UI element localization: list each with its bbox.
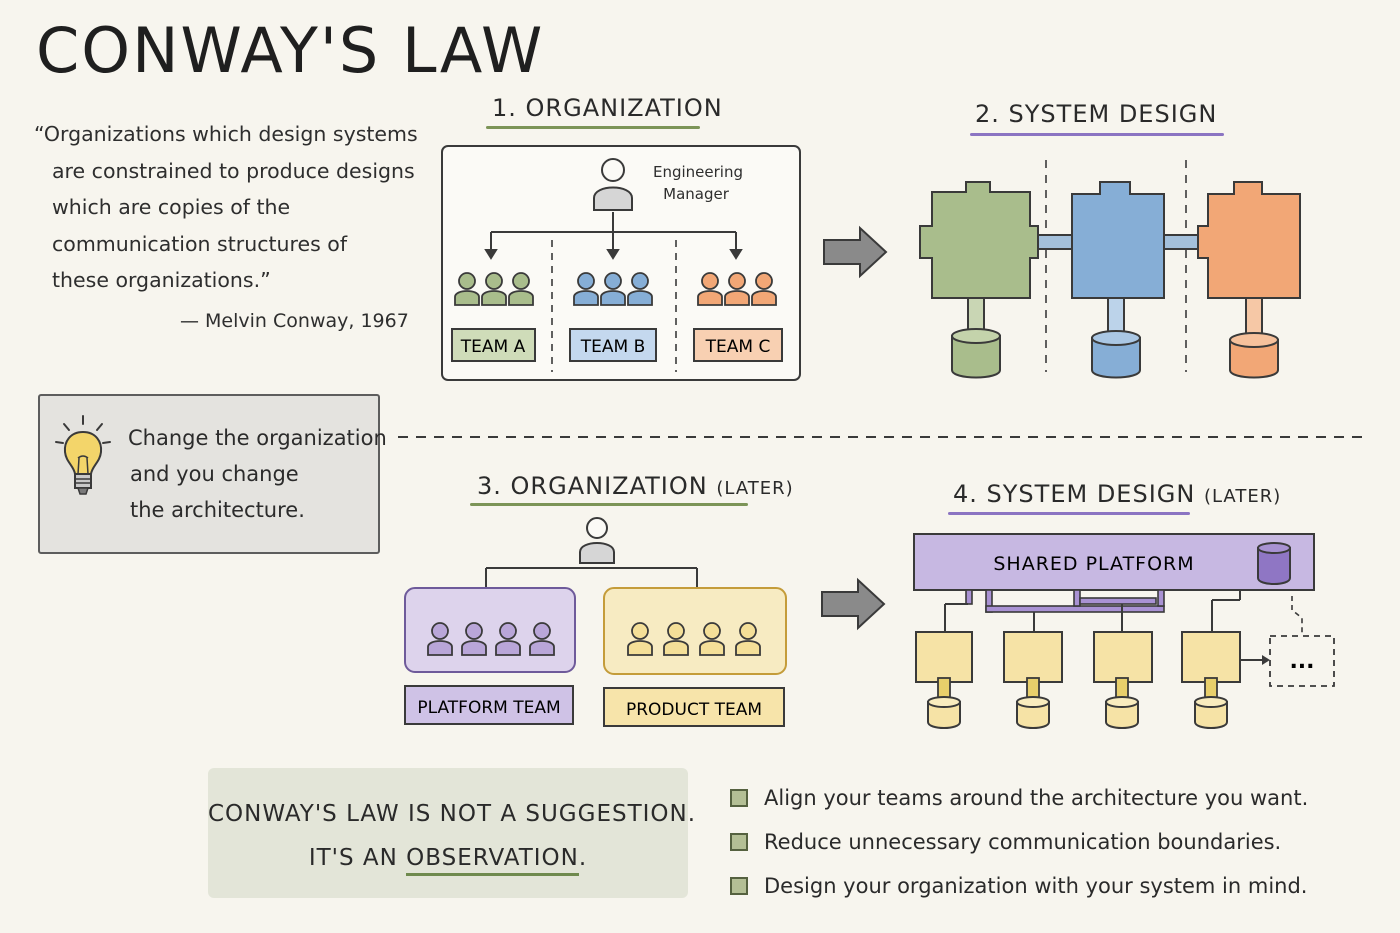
service-box bbox=[1003, 631, 1063, 729]
service-box bbox=[915, 631, 973, 729]
product-team-label: PRODUCT TEAM bbox=[626, 700, 762, 720]
service-links bbox=[944, 590, 1241, 632]
callout-line-2: IT'S AN OBSERVATION. bbox=[208, 836, 688, 880]
takeaway-list: Align your teams around the architecture… bbox=[730, 776, 1308, 908]
callout-line-1: CONWAY'S LAW IS NOT A SUGGESTION. bbox=[208, 801, 697, 827]
module-connector bbox=[1035, 234, 1073, 250]
manager-icon bbox=[579, 517, 615, 564]
callout-suffix: . bbox=[578, 845, 588, 871]
callout-emphasis: OBSERVATION bbox=[406, 845, 579, 876]
shared-platform-label: SHARED PLATFORM bbox=[993, 553, 1194, 575]
database-icon bbox=[951, 328, 1001, 379]
service-box bbox=[1093, 631, 1153, 729]
section-4-underline bbox=[948, 512, 1190, 515]
future-service-box bbox=[1269, 635, 1335, 687]
team-b-people bbox=[573, 272, 653, 306]
checkbox-icon bbox=[730, 833, 748, 851]
platform-connectors bbox=[965, 589, 1165, 613]
future-platform-link bbox=[1291, 596, 1303, 634]
section-4-label: 4. SYSTEM DESIGN bbox=[953, 480, 1196, 508]
database-icon bbox=[1229, 332, 1279, 379]
lightbulb-icon bbox=[55, 415, 111, 495]
quote-line: these organizations.” bbox=[52, 268, 271, 292]
tip-text: Change the organization and you change t… bbox=[128, 420, 387, 528]
list-item: Design your organization with your syste… bbox=[730, 864, 1308, 908]
future-arrow bbox=[1262, 655, 1270, 665]
org-box bbox=[441, 145, 801, 381]
team-c-people bbox=[697, 272, 777, 306]
module-green bbox=[919, 181, 1039, 299]
page-title: CONWAY'S LAW bbox=[36, 14, 545, 87]
manager-label: Manager bbox=[663, 185, 730, 203]
team-c-label: TEAM C bbox=[705, 337, 771, 357]
conway-quote: “Organizations which design systems are … bbox=[34, 116, 418, 299]
org-tree-lines bbox=[484, 212, 743, 260]
section-1-title: 1. ORGANIZATION bbox=[492, 94, 723, 122]
team-a-label: TEAM A bbox=[460, 337, 526, 357]
section-2-title: 2. SYSTEM DESIGN bbox=[975, 100, 1218, 128]
checkbox-icon bbox=[730, 877, 748, 895]
tip-box bbox=[38, 394, 380, 554]
section-1-underline bbox=[486, 126, 700, 129]
db-connector bbox=[967, 297, 985, 331]
list-item: Reduce unnecessary communication boundar… bbox=[730, 820, 1308, 864]
team-c-label-box bbox=[693, 328, 783, 362]
list-item-text: Design your organization with your syste… bbox=[764, 874, 1308, 898]
shared-platform-box bbox=[913, 533, 1315, 591]
database-icon bbox=[1091, 330, 1141, 379]
db-connector bbox=[1245, 297, 1263, 335]
quote-line: are constrained to produce designs bbox=[52, 158, 415, 183]
section-2-underline bbox=[970, 133, 1224, 136]
callout-prefix: IT'S AN bbox=[308, 845, 407, 871]
section-3-later: (LATER) bbox=[716, 478, 794, 499]
section-4-later: (LATER) bbox=[1203, 486, 1282, 507]
quote-line: “Organizations which design systems bbox=[34, 122, 418, 146]
section-3-title: 3. ORGANIZATION (LATER) bbox=[477, 472, 794, 500]
manager-label: Engineering bbox=[653, 163, 743, 181]
section-3-underline bbox=[470, 503, 748, 506]
callout-text: CONWAY'S LAW IS NOT A SUGGESTION. IT'S A… bbox=[208, 792, 697, 880]
manager-icon bbox=[593, 158, 633, 211]
module-blue bbox=[1071, 181, 1165, 299]
quote-line: which are copies of the bbox=[52, 195, 291, 219]
platform-team-label: PLATFORM TEAM bbox=[417, 698, 560, 718]
checkbox-icon bbox=[730, 789, 748, 807]
future-service-label: ... bbox=[1289, 649, 1314, 674]
list-item-text: Reduce unnecessary communication boundar… bbox=[764, 830, 1282, 854]
service-box bbox=[1181, 631, 1241, 729]
list-item-text: Align your teams around the architecture… bbox=[764, 786, 1309, 810]
quote-attribution: — Melvin Conway, 1967 bbox=[180, 310, 409, 332]
team-a-people bbox=[454, 272, 534, 306]
team-b-label-box bbox=[569, 328, 657, 362]
section-4-title: 4. SYSTEM DESIGN (LATER) bbox=[953, 480, 1281, 508]
callout-box bbox=[208, 768, 688, 898]
product-team-label-box bbox=[603, 687, 785, 727]
database-icon bbox=[1257, 542, 1291, 585]
team-b-label: TEAM B bbox=[580, 337, 646, 357]
tip-line: Change the organization bbox=[128, 426, 387, 450]
tip-line: the architecture. bbox=[130, 498, 305, 522]
platform-team-label-box bbox=[404, 685, 574, 725]
tip-line: and you change bbox=[130, 462, 299, 486]
module-orange bbox=[1197, 181, 1301, 299]
list-item: Align your teams around the architecture… bbox=[730, 776, 1308, 820]
db-connector bbox=[1107, 297, 1125, 333]
arrow-icon bbox=[823, 225, 888, 279]
section-3-label: 3. ORGANIZATION bbox=[477, 472, 708, 500]
team-a-label-box bbox=[451, 328, 536, 362]
arrow-icon bbox=[821, 577, 886, 631]
quote-line: communication structures of bbox=[52, 231, 348, 256]
